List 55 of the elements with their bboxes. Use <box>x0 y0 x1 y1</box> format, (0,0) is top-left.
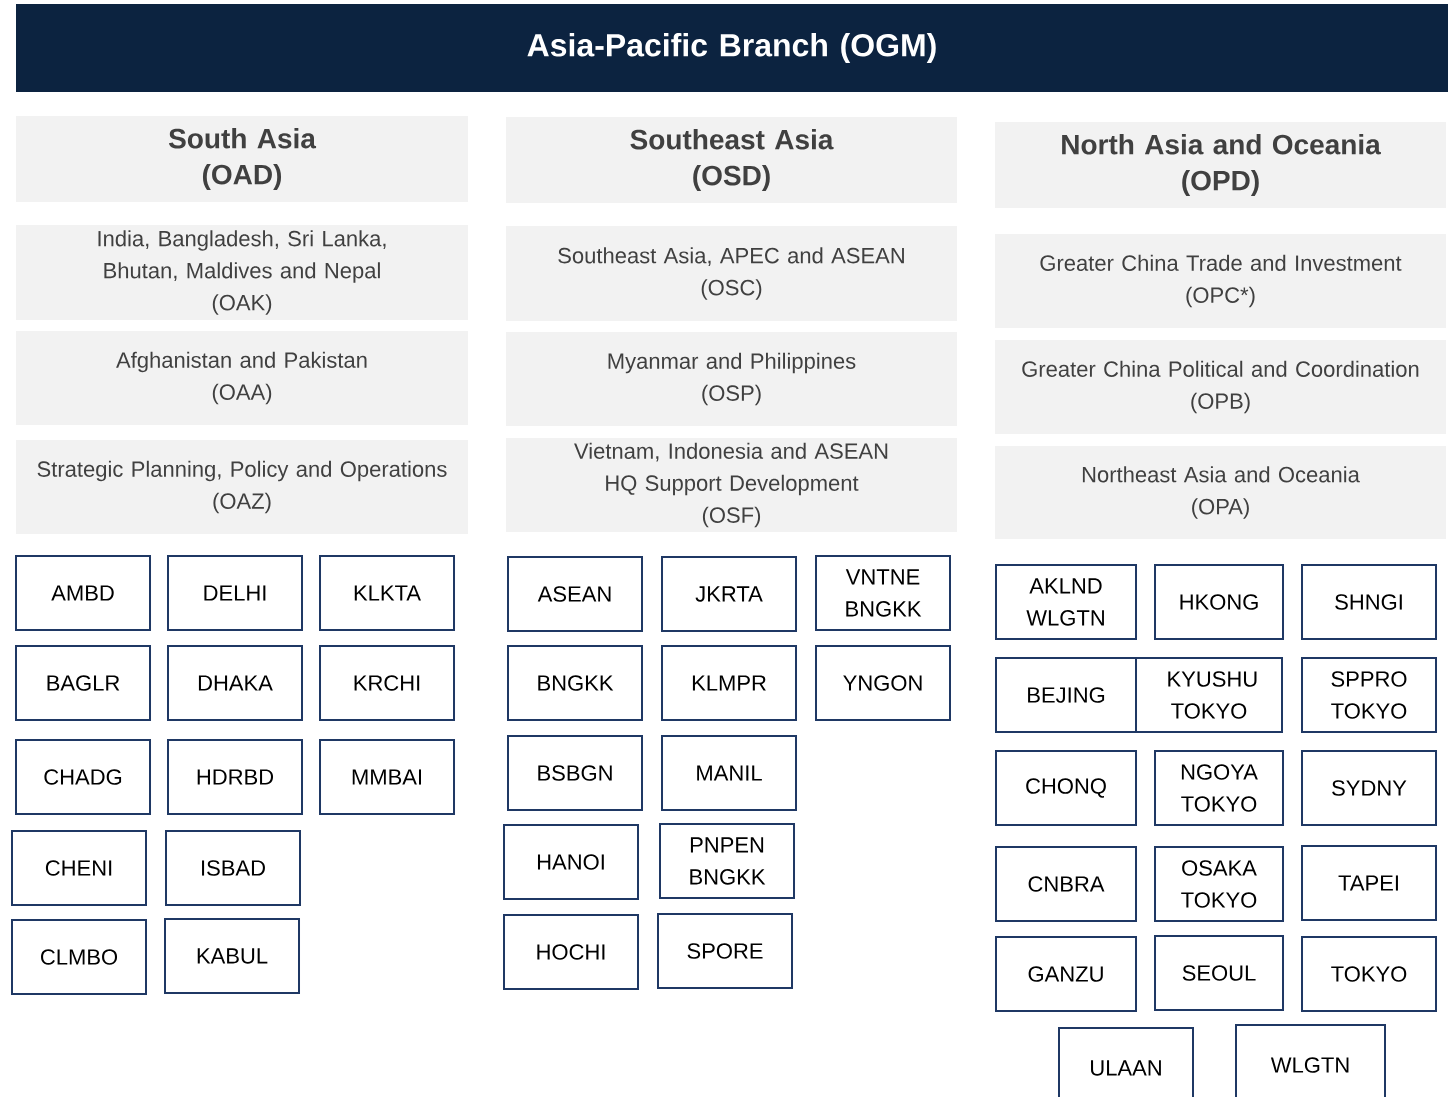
office-box: CHADG <box>15 739 151 815</box>
office-box: AMBD <box>15 555 151 631</box>
office-box: BAGLR <box>15 645 151 721</box>
office-box: ISBAD <box>165 830 301 906</box>
division-box: Strategic Planning, Policy and Operations (OAZ) <box>16 440 468 534</box>
office-box: BSBGN <box>507 735 643 811</box>
office-box: YNGON <box>815 645 951 721</box>
office-box: SYDNY <box>1301 750 1437 826</box>
region-header: Southeast Asia (OSD) <box>506 117 957 203</box>
office-box: HOCHI <box>503 914 639 990</box>
office-box: SHNGI <box>1301 564 1437 640</box>
office-box: CHONQ <box>995 750 1137 826</box>
office-box: WLGTN <box>1235 1024 1386 1097</box>
office-box: DHAKA <box>167 645 303 721</box>
division-box: Vietnam, Indonesia and ASEAN HQ Support Development (OSF) <box>506 438 957 532</box>
region-header: North Asia and Oceania (OPD) <box>995 122 1446 208</box>
office-box: BNGKK <box>507 645 643 721</box>
office-box: KLKTA <box>319 555 455 631</box>
division-box: Greater China Trade and Investment (OPC*) <box>995 234 1446 328</box>
division-box: India, Bangladesh, Sri Lanka, Bhutan, Maldives and Nepal (OAK) <box>16 225 468 320</box>
division-box: Afghanistan and Pakistan (OAA) <box>16 331 468 425</box>
office-box: BEJING <box>995 657 1137 733</box>
office-box: NGOYA TOKYO <box>1154 750 1284 826</box>
office-box: HANOI <box>503 824 639 900</box>
office-box: ULAAN <box>1058 1027 1194 1097</box>
office-box: HKONG <box>1154 564 1284 640</box>
office-box: OSAKA TOKYO <box>1154 846 1284 922</box>
office-box: KABUL <box>164 918 300 994</box>
office-box: KYUSHU TOKYO <box>1135 657 1283 733</box>
office-box: KLMPR <box>661 645 797 721</box>
region-header: South Asia (OAD) <box>16 116 468 202</box>
division-box: Northeast Asia and Oceania (OPA) <box>995 446 1446 539</box>
office-box: MMBAI <box>319 739 455 815</box>
office-box: TAPEI <box>1301 845 1437 921</box>
title-band: Asia-Pacific Branch (OGM) <box>16 4 1448 92</box>
office-box: SPORE <box>657 913 793 989</box>
division-box: Myanmar and Philippines (OSP) <box>506 332 957 426</box>
division-box: Southeast Asia, APEC and ASEAN (OSC) <box>506 226 957 321</box>
office-box: CNBRA <box>995 846 1137 922</box>
office-box: CHENI <box>11 830 147 906</box>
office-box: SPPRO TOKYO <box>1301 657 1437 733</box>
office-box: DELHI <box>167 555 303 631</box>
office-box: VNTNE BNGKK <box>815 555 951 631</box>
office-box: CLMBO <box>11 919 147 995</box>
office-box: KRCHI <box>319 645 455 721</box>
office-box: HDRBD <box>167 739 303 815</box>
office-box: PNPEN BNGKK <box>659 823 795 899</box>
office-box: TOKYO <box>1301 936 1437 1012</box>
division-box: Greater China Political and Coordination (OPB) <box>995 340 1446 434</box>
office-box: AKLND WLGTN <box>995 564 1137 640</box>
office-box: GANZU <box>995 936 1137 1012</box>
office-box: SEOUL <box>1154 935 1284 1011</box>
office-box: MANIL <box>661 735 797 811</box>
office-box: JKRTA <box>661 556 797 632</box>
office-box: ASEAN <box>507 556 643 632</box>
